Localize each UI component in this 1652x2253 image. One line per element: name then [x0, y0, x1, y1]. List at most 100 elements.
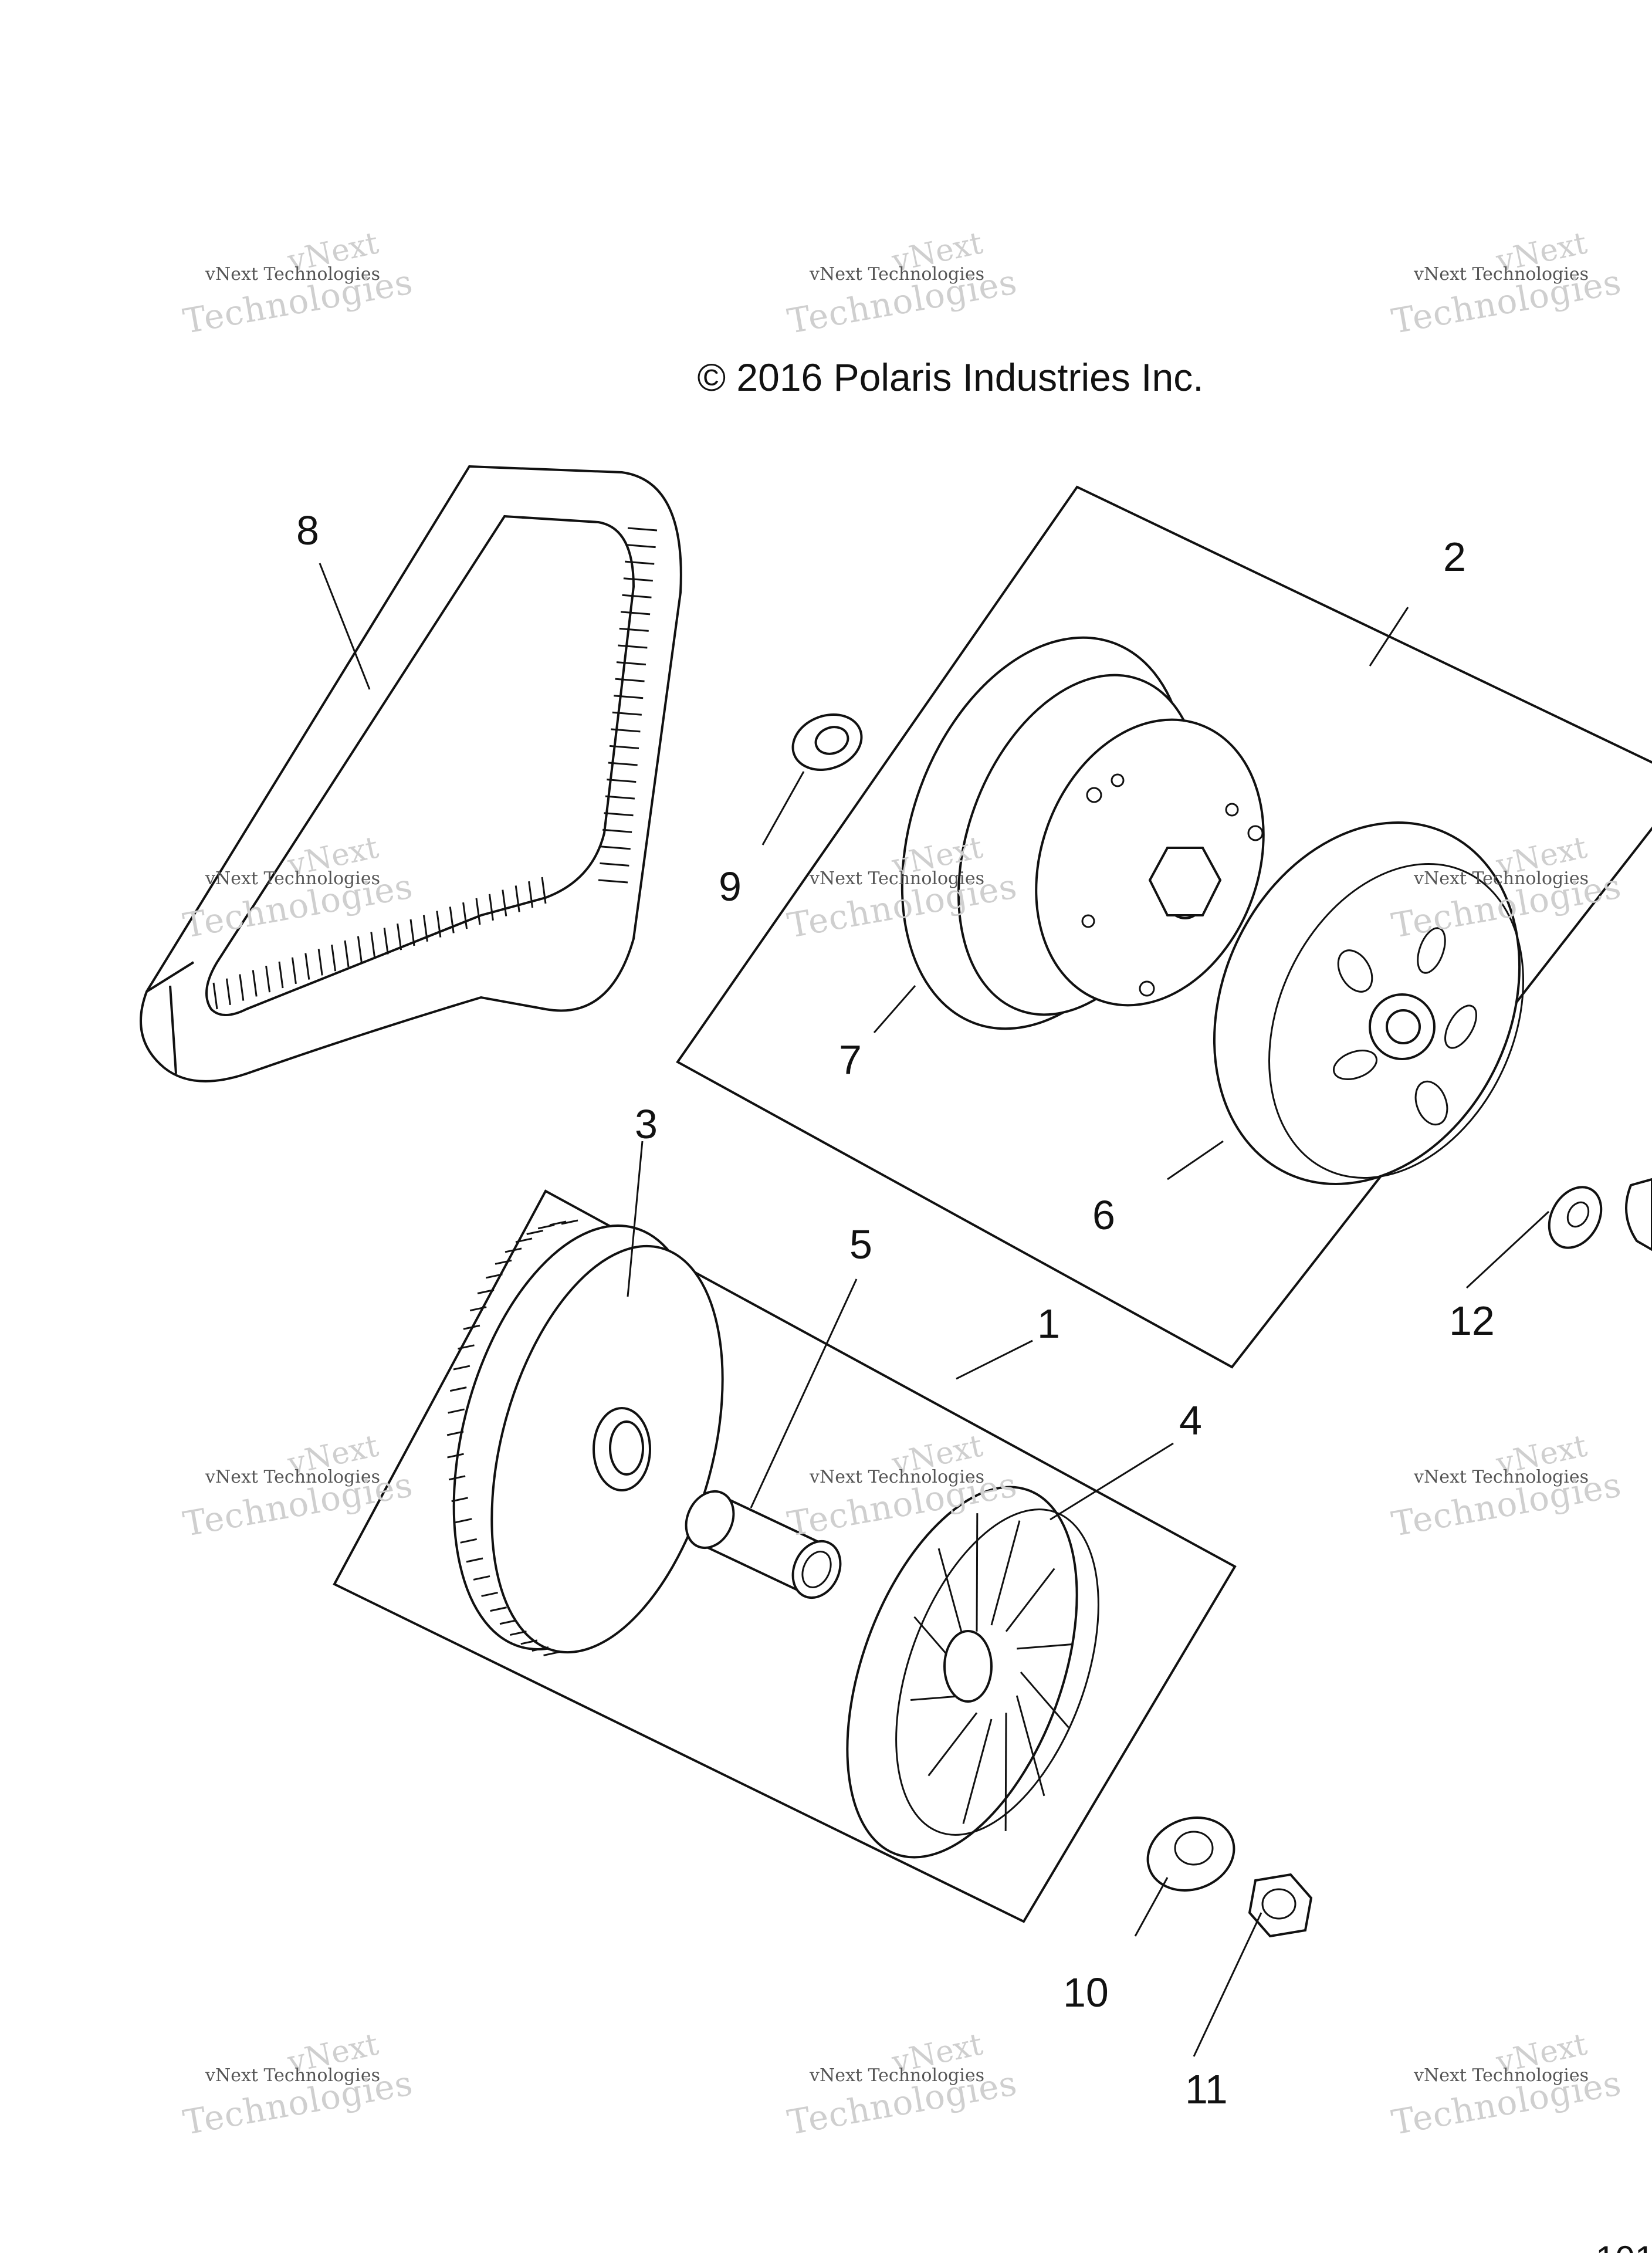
- drawing-stroke: [409, 919, 415, 946]
- callout-10: 10: [1063, 1970, 1109, 2015]
- drawing-stroke: [495, 1259, 512, 1265]
- callout-4: 4: [1179, 1398, 1202, 1443]
- driven-clutch-part-7: [901, 636, 1274, 1030]
- drawing-stroke: [625, 560, 655, 565]
- drawing-stroke: [543, 1650, 560, 1656]
- drawing-stroke: [317, 949, 323, 976]
- drawing-stroke: [549, 1220, 567, 1226]
- drawing-stroke: [528, 881, 534, 908]
- drawing-stroke: [927, 1712, 978, 1777]
- drawing-stroke: [473, 1575, 490, 1581]
- drive-clutch-group-outline: [333, 1189, 1237, 1923]
- drawing-stroke: [436, 911, 442, 938]
- drawing-stroke: [462, 902, 468, 929]
- drawing-stroke: [448, 1475, 466, 1481]
- drawing-stroke: [602, 828, 632, 833]
- callout-1: 1: [1037, 1301, 1060, 1347]
- callout-2: 2: [1443, 534, 1466, 580]
- drawing-stroke: [616, 661, 646, 666]
- drawing-stroke: [623, 577, 653, 582]
- drawing-stroke: [622, 594, 652, 598]
- drawing-stroke: [990, 1520, 1021, 1626]
- drawing-stroke: [490, 1606, 507, 1612]
- drawing-stroke: [1005, 1568, 1055, 1632]
- drawing-stroke: [614, 695, 644, 699]
- drawing-stroke: [608, 762, 638, 766]
- callout-7: 7: [839, 1037, 862, 1082]
- drawing-stroke: [486, 1273, 503, 1279]
- drawing-stroke: [607, 779, 637, 783]
- drawing-stroke: [463, 1324, 480, 1330]
- fan-sheave-part-4: [846, 1486, 1099, 1859]
- drawing-stroke: [331, 945, 337, 972]
- drawing-stroke: [239, 974, 245, 1001]
- drawing-stroke: [291, 957, 297, 984]
- driven-clutch-group-outline: [676, 485, 1652, 1369]
- clutch-cover-part-6: [1213, 821, 1524, 1185]
- drawing-stroke: [499, 1619, 517, 1625]
- drawing-stroke: [605, 795, 635, 800]
- drawing-stroke: [618, 644, 648, 649]
- callout-12: 12: [1449, 1298, 1495, 1344]
- drawing-stroke: [502, 889, 507, 916]
- drawing-stroke: [619, 627, 649, 632]
- drawing-stroke: [446, 1430, 464, 1436]
- leader-lines: [319, 563, 1550, 2057]
- drawing-stroke: [601, 845, 631, 850]
- drawing-stroke: [481, 1591, 498, 1597]
- callout-11: 11: [1185, 2066, 1228, 2112]
- drawing-stroke: [620, 611, 651, 615]
- drawing-stroke: [370, 932, 376, 959]
- drawing-stroke: [466, 1557, 483, 1563]
- drive-sheave-part-3: [446, 1219, 724, 1656]
- drawing-stroke: [488, 894, 494, 921]
- drawing-stroke: [537, 1224, 555, 1230]
- page-number: 101: [1596, 2239, 1652, 2253]
- drawing-stroke: [541, 877, 547, 904]
- drawing-stroke: [515, 1237, 533, 1243]
- drawing-stroke: [458, 1344, 475, 1350]
- drawing-stroke: [627, 527, 658, 532]
- bushing-part-5: [685, 1490, 842, 1599]
- drawing-stroke: [609, 745, 639, 749]
- drawing-stroke: [604, 812, 634, 817]
- drawing-stroke: [278, 961, 284, 989]
- drawing-stroke: [383, 928, 389, 955]
- drawing-stroke: [448, 1408, 465, 1414]
- drawing-stroke: [600, 862, 629, 867]
- copyright-text: © 2016 Polaris Industries Inc.: [697, 356, 1204, 399]
- drawing-stroke: [460, 1538, 478, 1544]
- drawing-stroke: [532, 1646, 549, 1652]
- drawing-stroke: [1017, 1643, 1073, 1650]
- nut-part-11: [1248, 1873, 1313, 1938]
- drawing-stroke: [447, 1453, 464, 1459]
- drawing-stroke: [612, 711, 642, 716]
- callout-3: 3: [635, 1101, 658, 1147]
- drawing-stroke: [449, 1386, 467, 1392]
- drawing-stroke: [626, 544, 656, 549]
- drawing-stroke: [510, 1630, 527, 1636]
- drawing-stroke: [1020, 1672, 1069, 1728]
- drawing-stroke: [451, 1497, 468, 1503]
- drawing-stroke: [304, 953, 310, 980]
- drawing-stroke: [455, 1518, 472, 1524]
- drawing-stroke: [475, 898, 481, 925]
- callout-5: 5: [849, 1222, 872, 1267]
- callout-9: 9: [719, 864, 742, 909]
- drawing-stroke: [477, 1289, 495, 1294]
- drawing-stroke: [469, 1306, 487, 1312]
- drawing-stroke: [514, 885, 520, 912]
- washer-part-9: [791, 713, 863, 772]
- drawing-stroke: [520, 1639, 538, 1645]
- drawing-stroke: [453, 1365, 470, 1371]
- drawing-stroke: [561, 1219, 578, 1225]
- callout-6: 6: [1092, 1192, 1115, 1238]
- drawing-stroke: [265, 966, 271, 993]
- drawing-stroke: [1015, 1695, 1045, 1797]
- drawing-stroke: [397, 923, 402, 950]
- drawing-stroke: [505, 1247, 522, 1253]
- drawing-stroke: [422, 915, 428, 942]
- spacer-part-10: [1146, 1816, 1235, 1892]
- drawing-stroke: [344, 940, 350, 967]
